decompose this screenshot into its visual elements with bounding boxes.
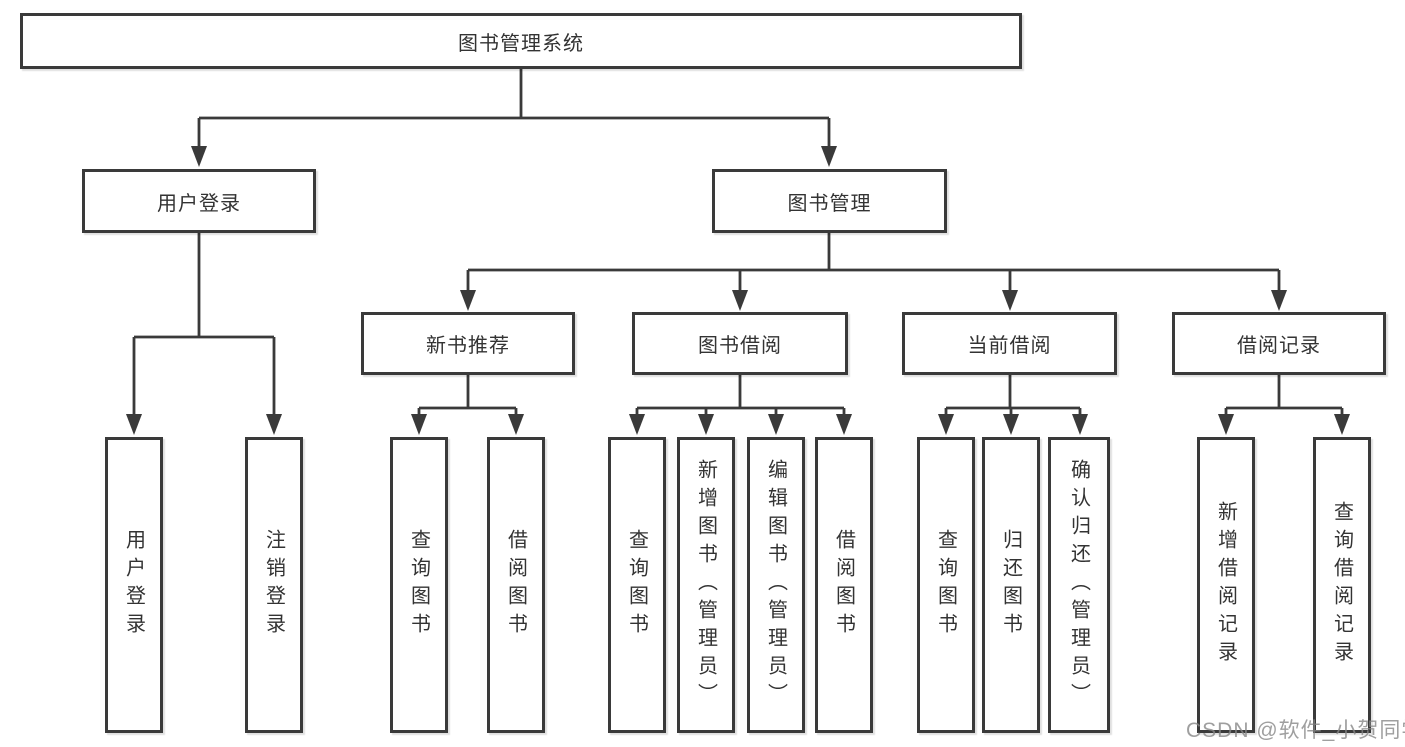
leaf-borrow-books-1: 借阅图书 <box>487 437 545 733</box>
leaf-confirm-return-admin: 确认归还（管理员） <box>1048 437 1110 733</box>
node-label: 查询图书 <box>934 529 957 641</box>
node-label: 确认归还（管理员） <box>1067 459 1090 711</box>
node-label: 查询图书 <box>625 529 648 641</box>
csdn-watermark: CSDN @软件_小贺同学 <box>1186 719 1405 742</box>
node-label: 归还图书 <box>999 529 1022 641</box>
node-label: 新增图书（管理员） <box>694 459 717 711</box>
node-label: 查询借阅记录 <box>1330 501 1353 669</box>
node-label: 新增借阅记录 <box>1214 501 1237 669</box>
leaf-query-borrow-record: 查询借阅记录 <box>1313 437 1371 733</box>
leaf-logout: 注销登录 <box>245 437 303 733</box>
node-label: 图书借阅 <box>698 335 782 357</box>
node-label: 用户登录 <box>157 192 241 215</box>
node-new-book-recommend: 新书推荐 <box>361 312 575 375</box>
node-book-borrow: 图书借阅 <box>632 312 848 375</box>
node-label: 编辑图书（管理员） <box>764 459 787 711</box>
leaf-return-book: 归还图书 <box>982 437 1040 733</box>
leaf-borrow-books-2: 借阅图书 <box>815 437 873 733</box>
node-label: 借阅图书 <box>832 529 855 641</box>
leaf-query-books-3: 查询图书 <box>917 437 975 733</box>
node-label: 图书管理 <box>787 192 872 215</box>
node-user-login: 用户登录 <box>82 169 316 233</box>
leaf-add-book-admin: 新增图书（管理员） <box>677 437 735 733</box>
node-label: 新书推荐 <box>426 335 510 357</box>
node-current-borrow: 当前借阅 <box>902 312 1117 375</box>
leaf-query-books-1: 查询图书 <box>390 437 448 733</box>
leaf-query-books-2: 查询图书 <box>608 437 666 733</box>
node-book-management: 图书管理 <box>712 169 947 233</box>
node-label: 用户登录 <box>122 529 145 641</box>
node-label: 注销登录 <box>262 529 285 641</box>
leaf-add-borrow-record: 新增借阅记录 <box>1197 437 1255 733</box>
node-label: 当前借阅 <box>967 335 1052 357</box>
node-label: 借阅图书 <box>504 529 527 641</box>
node-borrow-records: 借阅记录 <box>1172 312 1386 375</box>
node-label: 图书管理系统 <box>458 32 584 55</box>
node-root: 图书管理系统 <box>20 13 1022 69</box>
node-label: 借阅记录 <box>1237 335 1321 357</box>
leaf-edit-book-admin: 编辑图书（管理员） <box>747 437 805 733</box>
node-label: 查询图书 <box>407 529 430 641</box>
leaf-user-login: 用户登录 <box>105 437 163 733</box>
